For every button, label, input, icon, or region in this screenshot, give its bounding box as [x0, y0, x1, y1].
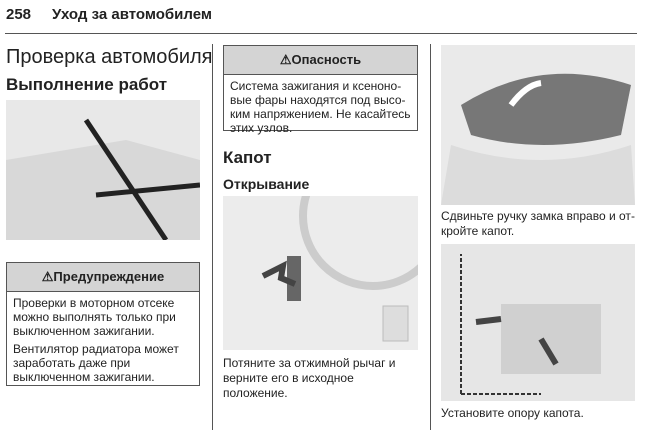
page-heading: Проверка автомобиля	[6, 46, 213, 68]
section-title: Уход за автомобилем	[52, 6, 212, 23]
page-number: 258	[6, 6, 32, 23]
hood-opening-illustration	[441, 45, 635, 205]
warning-title: ⚠Предупреждение	[7, 263, 199, 292]
section-heading: Капот	[223, 148, 272, 167]
hood-prop-illustration	[441, 244, 635, 401]
engine-bay-illustration	[6, 100, 200, 240]
column-divider	[430, 44, 431, 430]
danger-title: ⚠Опасность	[224, 46, 417, 75]
caption: Потяните за отжимной рычаг и вер­ните ег…	[223, 356, 396, 400]
warning-text: Вентилятор радиатора может заработать да…	[13, 342, 179, 384]
caption: Сдвиньте ручку замка вправо и от­кройте …	[441, 209, 635, 238]
column-divider	[212, 44, 213, 430]
caption: Установите опору капота.	[441, 406, 584, 420]
danger-text: Система зажигания и ксеноно­вые фары нах…	[230, 79, 411, 135]
subheading: Открывание	[223, 176, 310, 192]
warning-text: Проверки в моторном отсеке можно выполня…	[13, 296, 176, 338]
header-rule	[5, 33, 637, 34]
danger-box: ⚠Опасность Система зажигания и ксеноно­в…	[223, 45, 418, 135]
warning-box: ⚠Предупреждение Проверки в моторном отсе…	[6, 262, 200, 386]
release-lever-illustration	[223, 196, 418, 350]
subheading: Выполнение работ	[6, 75, 168, 94]
